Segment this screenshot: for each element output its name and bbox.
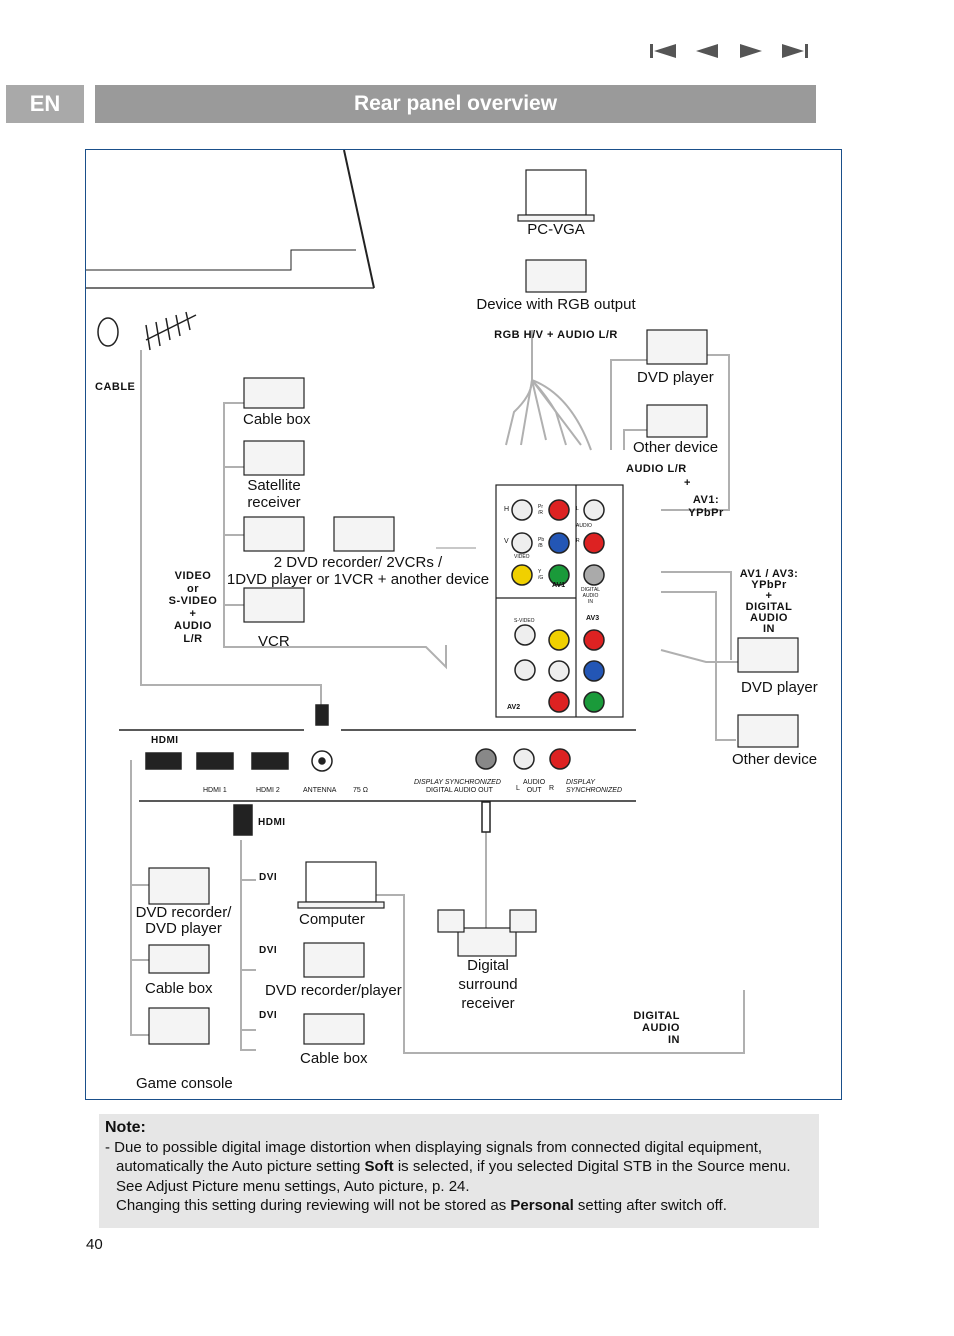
- display-sync2-label: DISPLAY SYNCHRONIZED: [566, 779, 623, 794]
- other-device-top-label: Other device: [633, 439, 719, 456]
- panel-r-label: R: [576, 538, 580, 544]
- panel-l-label: L: [576, 506, 579, 512]
- dvd-player-right-label: DVD player: [741, 679, 818, 696]
- page-title: Rear panel overview: [95, 85, 816, 123]
- dvi2-label: DVI: [259, 945, 278, 956]
- dvd-recorder-player2-label: DVD recorder/player: [265, 982, 402, 999]
- satellite-label: Satellite receiver: [247, 477, 301, 511]
- plus-label: +: [684, 477, 691, 489]
- page-number: 40: [86, 1236, 103, 1253]
- digital-audio-out-label: DIGITAL AUDIO OUT: [426, 787, 493, 794]
- video-svideo-label: VIDEO or S-VIDEO + AUDIO L/R: [168, 570, 218, 645]
- panel-v-label: V: [504, 538, 509, 545]
- dvi1-label: DVI: [259, 872, 278, 883]
- language-badge: EN: [6, 85, 84, 123]
- vcr-label: VCR: [258, 633, 290, 650]
- panel-svideo-label: S-VIDEO: [514, 618, 535, 624]
- panel-av3-label: AV3: [586, 615, 600, 622]
- av1-ypbpr-label: AV1: YPbPr: [688, 494, 724, 519]
- cable-box-left-label: Cable box: [145, 980, 213, 997]
- digital-audio-in-label: DIGITAL AUDIO IN: [633, 1010, 680, 1046]
- note-box: Note: - Due to possible digital image di…: [99, 1114, 819, 1228]
- rear-panel-diagram: PC-VGA Device with RGB output RGB H/V + …: [85, 149, 842, 1100]
- note-line-2: Changing this setting during reviewing w…: [116, 1197, 727, 1214]
- rgb-device-label: Device with RGB output: [476, 296, 636, 313]
- note-title: Note:: [105, 1119, 146, 1136]
- panel-video-label: VIDEO: [514, 554, 530, 560]
- audio-l-label: L: [516, 785, 520, 792]
- panel-audio-label: AUDIO: [576, 523, 592, 529]
- dvd-vcr-label: 2 DVD recorder/ 2VCRs / 1DVD player or 1…: [226, 554, 490, 588]
- cable-box-label: Cable box: [243, 411, 311, 428]
- rgb-hv-label: RGB H/V + AUDIO L/R: [494, 329, 618, 341]
- game-console-label: Game console: [136, 1075, 233, 1092]
- dvd-player-top-label: DVD player: [637, 369, 714, 386]
- page-navigation: [648, 40, 810, 62]
- note-line-1: - Due to possible digital image distorti…: [105, 1138, 791, 1195]
- pc-vga-label: PC-VGA: [527, 221, 585, 238]
- ohm-label: 75 Ω: [353, 787, 368, 794]
- hdmi-left-label: HDMI: [151, 735, 179, 746]
- panel-h-label: H: [504, 506, 510, 513]
- hdmi1-label: HDMI 1: [203, 787, 227, 794]
- panel-av2-label: AV2: [507, 704, 521, 711]
- cable-label: CABLE: [95, 381, 136, 393]
- computer-label: Computer: [299, 911, 365, 928]
- panel-pr-label: Pr /R: [538, 504, 543, 516]
- skip-forward-icon[interactable]: [780, 40, 810, 62]
- skip-back-icon[interactable]: [648, 40, 678, 62]
- panel-av1-label: AV1: [552, 582, 566, 589]
- display-sync1-label: DISPLAY SYNCHRONIZED: [414, 779, 501, 786]
- next-icon[interactable]: [736, 40, 766, 62]
- panel-y-label: Y /G: [538, 569, 544, 581]
- audio-out-label: AUDIO OUT: [523, 779, 546, 794]
- digital-surround-label: Digital surround receiver: [458, 957, 518, 1012]
- hdmi2-label: HDMI 2: [256, 787, 280, 794]
- prev-icon[interactable]: [692, 40, 722, 62]
- audio-lr-label: AUDIO L/R: [626, 463, 687, 475]
- audio-r-label: R: [549, 785, 555, 792]
- dvd-recorder-player-label: DVD recorder/ DVD player: [135, 904, 232, 937]
- hdmi-mid-label: HDMI: [258, 817, 286, 828]
- dvi3-label: DVI: [259, 1010, 278, 1021]
- antenna-label: ANTENNA: [303, 787, 337, 794]
- av1-av3-label: AV1 / AV3: YPbPr + DIGITAL AUDIO IN: [739, 568, 799, 635]
- panel-digital-audio-in-label: DIGITAL AUDIO IN: [581, 587, 601, 605]
- cable-box-bottom-label: Cable box: [300, 1050, 368, 1067]
- other-device-right-label: Other device: [732, 751, 818, 768]
- connection-lines: [86, 150, 799, 1054]
- panel-pb-label: Pb /B: [538, 537, 545, 549]
